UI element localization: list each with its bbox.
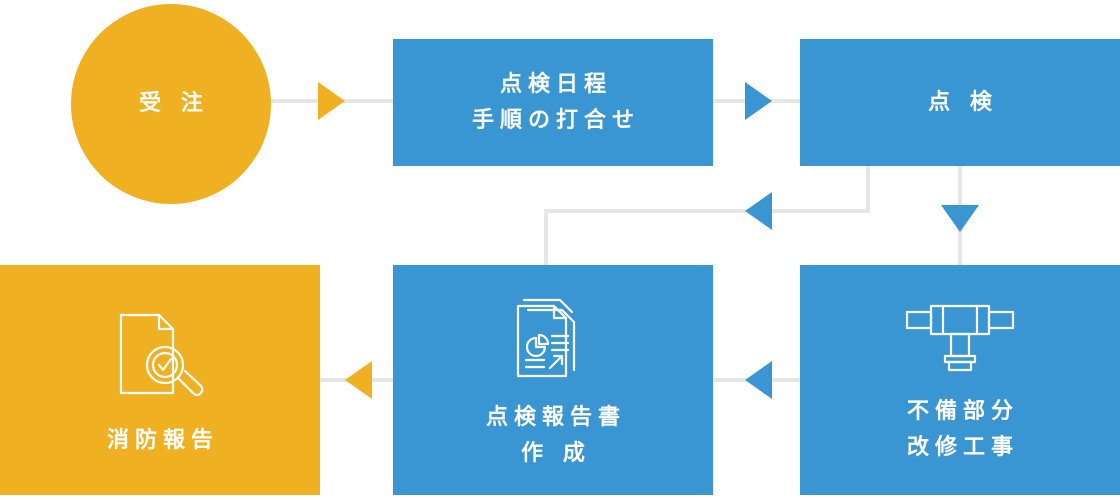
step-inspection: 点 検 [800,39,1120,166]
step-fire-report-label: 消防報告 [106,428,219,453]
arrow-right-icon [318,82,345,120]
step-order: 受 注 [71,4,271,204]
arrow-left-icon [745,192,772,230]
arrow-left-icon [345,361,372,399]
arrow-left-icon [745,361,772,399]
arrow-right-icon [745,82,772,120]
step-repair: 不備部分 改修工事 [800,265,1120,495]
step-repair-label-line1: 不備部分 [906,399,1019,424]
step-report-creation: 点検報告書 作 成 [393,265,713,495]
arrow-down-icon [941,205,979,232]
report-document-icon [516,298,576,378]
document-search-check-icon [119,313,204,397]
step-repair-label-line2: 改修工事 [906,435,1019,460]
step-report-creation-label-line2: 作 成 [521,441,591,466]
step-schedule-label-line1: 点検日程 [499,71,612,97]
step-report-creation-label-line1: 点検報告書 [485,405,626,430]
step-fire-report: 消防報告 [0,265,320,495]
step-inspection-label: 点 検 [928,89,998,115]
pipe-fitting-icon [905,304,1015,372]
connector-inspection-to-report [544,166,870,266]
step-schedule-label-line2: 手順の打合せ [471,107,640,133]
step-order-label: 受 注 [139,91,209,116]
step-schedule: 点検日程 手順の打合せ [393,39,713,166]
